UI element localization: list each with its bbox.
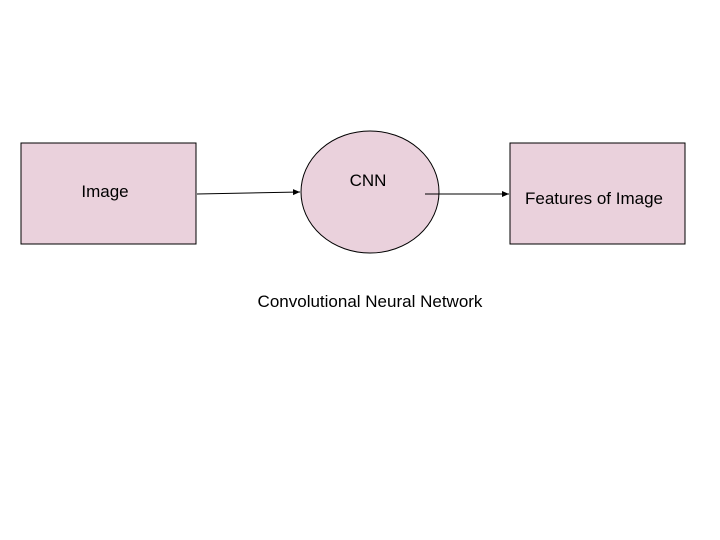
features-label: Features of Image [525,189,663,208]
features-box [509,142,686,245]
image-label: Image [81,182,128,201]
features-node: Features of Image [509,142,686,245]
diagram-caption: Convolutional Neural Network [258,292,483,311]
cnn-ellipse [300,130,440,254]
image-box [20,142,197,245]
cnn-node: CNN [300,130,440,254]
cnn-label: CNN [350,171,387,190]
arrow-image-to-cnn [196,189,301,196]
image-node: Image [20,142,197,245]
